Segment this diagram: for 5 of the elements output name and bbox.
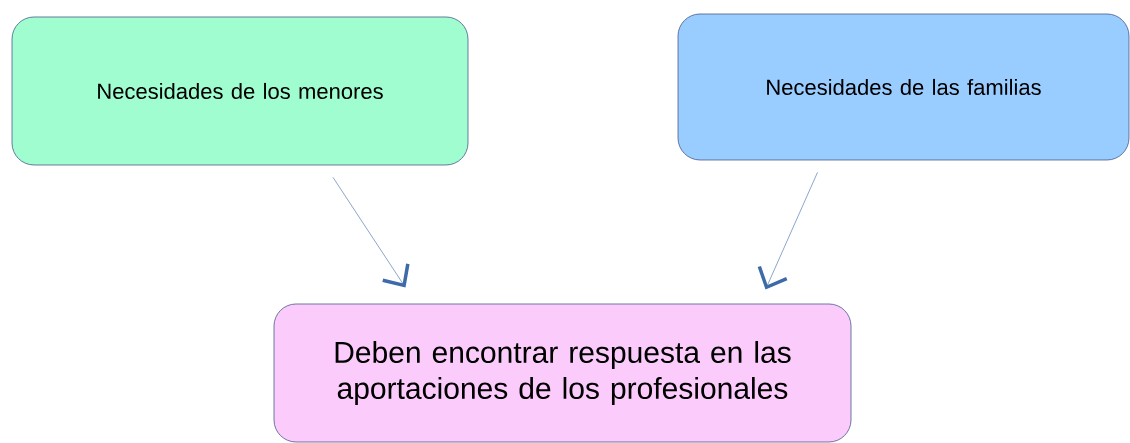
arrow xyxy=(332,177,410,288)
process-box: Deben encontrar respuesta en las aportaciones de los profesionales xyxy=(273,303,852,443)
process-box: Necesidades de las familias xyxy=(677,13,1130,161)
arrow xyxy=(757,172,818,290)
process-box: Necesidades de los menores xyxy=(11,16,469,166)
